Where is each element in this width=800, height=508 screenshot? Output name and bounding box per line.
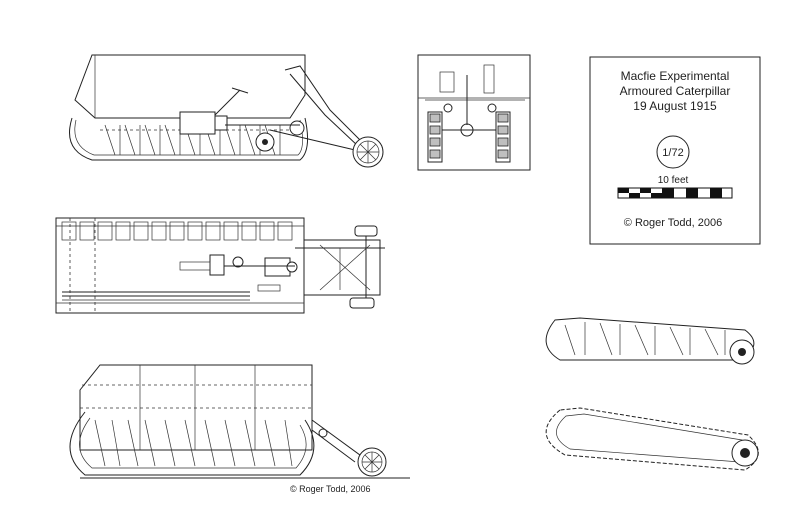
title-block: Macfie Experimental Armoured Caterpillar… (589, 56, 761, 245)
track-chain-detail (545, 407, 759, 471)
title-line-1: Macfie Experimental (621, 69, 730, 83)
scale-circle (656, 135, 690, 169)
front-view (417, 54, 531, 171)
title-line-3: 19 August 1915 (633, 99, 717, 113)
plan-view (55, 217, 385, 314)
scale-bar (617, 187, 733, 199)
scale-bar-label: 10 feet (658, 175, 689, 186)
side-view-lower (69, 364, 410, 479)
title-line-2: Armoured Caterpillar (620, 84, 731, 98)
bottom-credit: © Roger Todd, 2006 (290, 484, 371, 494)
scale-ratio: 1/72 (662, 147, 683, 159)
title-credit: © Roger Todd, 2006 (624, 217, 722, 229)
side-view-upper (69, 54, 384, 168)
title-block-frame (589, 56, 761, 245)
track-frame-detail (545, 317, 755, 365)
